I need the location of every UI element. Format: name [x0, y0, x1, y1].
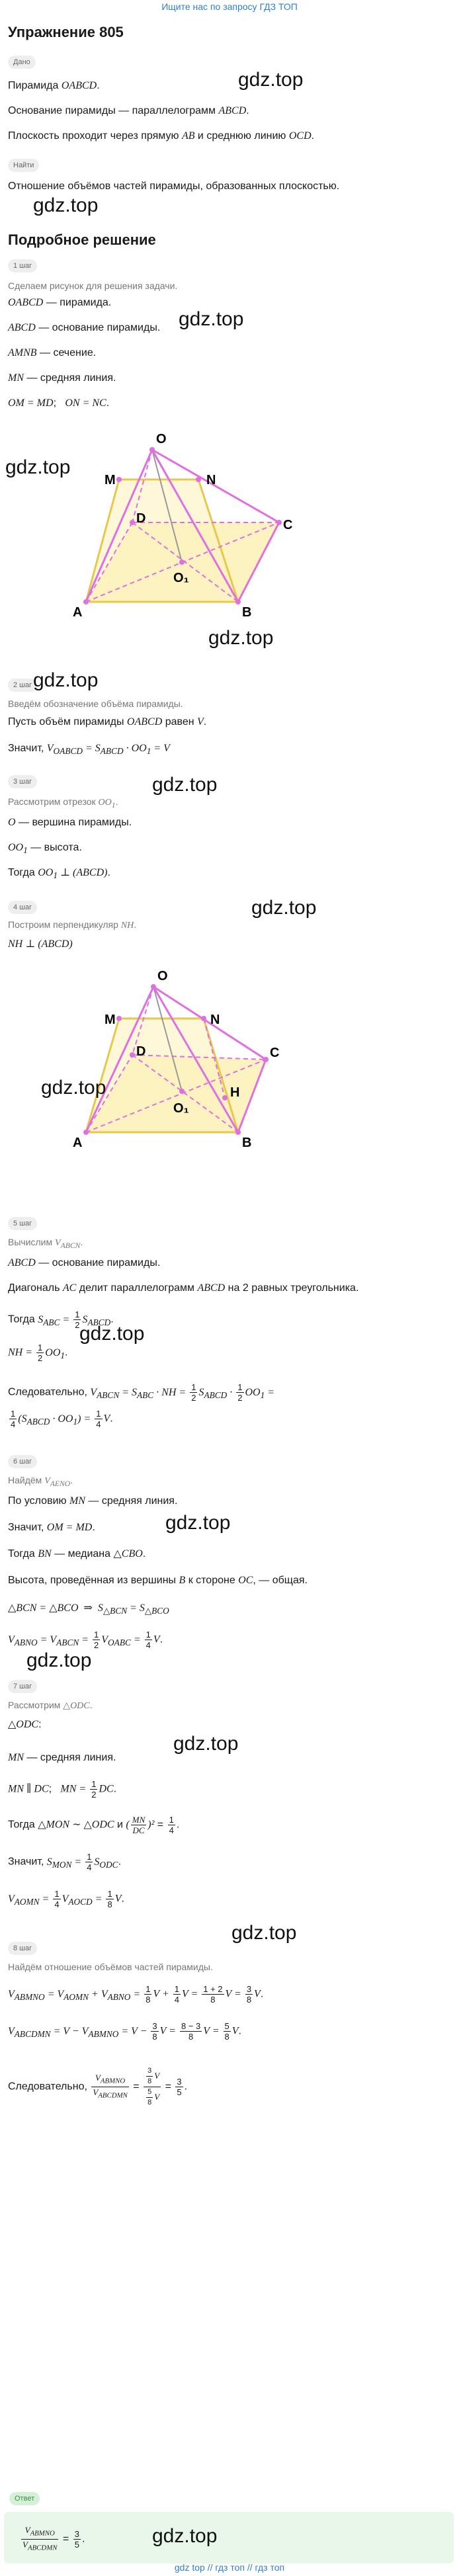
watermark: gdz.top	[5, 456, 71, 478]
step-1-line: OM = MD; ON = NC.	[8, 397, 110, 409]
step-7-line: MN — средняя линия.	[8, 1752, 116, 1763]
answer-box	[4, 2512, 454, 2563]
step-1-line: MN — средняя линия.	[8, 372, 116, 384]
step-1-lead: Сделаем рисунок для решения задачи.	[8, 280, 178, 291]
step-2-label: 2 шаг	[8, 679, 38, 692]
step-5-label: 5 шаг	[8, 1217, 38, 1230]
top-banner[interactable]: Ищите нас по запросу ГДЗ ТОП	[161, 1, 298, 12]
watermark: gdz.top	[208, 627, 274, 649]
step-1-line: OABCD — пирамида.	[8, 297, 112, 308]
watermark: gdz.top	[231, 1922, 297, 1944]
answer-label: Ответ	[9, 2492, 40, 2505]
label-o: O	[156, 432, 167, 446]
watermark: gdz.top	[173, 1733, 239, 1755]
watermark: gdz.top	[179, 308, 244, 330]
label-b: B	[242, 605, 251, 620]
step-5-lead: Вычислим VABCN.	[8, 1237, 83, 1250]
label-m: M	[104, 473, 116, 487]
step-4-label: 4 шаг	[8, 901, 38, 914]
label-d: D	[136, 1044, 146, 1059]
find-label: Найти	[8, 159, 40, 172]
label-c: C	[270, 1046, 279, 1060]
label-n: N	[210, 1013, 220, 1027]
solution-title: Подробное решение	[8, 231, 156, 248]
label-o1: O₁	[173, 1101, 189, 1116]
given-label: Дано	[8, 56, 36, 69]
step-3-lead: Рассмотрим отрезок OO1.	[8, 796, 118, 810]
watermark: gdz.top	[238, 69, 304, 91]
pyramid-figure-1: O M N D C O₁ A B	[73, 432, 292, 620]
step-3-line: O — вершина пирамиды.	[8, 817, 132, 828]
find-text: Отношение объёмов частей пирамиды, образ…	[8, 181, 340, 192]
watermark: gdz.top	[79, 1323, 145, 1345]
label-n: N	[206, 473, 216, 487]
step-2-line: Пусть объём пирамиды OABCD равен V.	[8, 716, 207, 727]
label-h: H	[230, 1085, 239, 1100]
step-2-line: Значит, VOABCD = SABCD · OO1 = V	[8, 743, 170, 757]
step-6-line: Тогда BN — медиана △CBO.	[8, 1548, 146, 1559]
step-6-lead: Найдём VAENO.	[8, 1475, 73, 1488]
step-6-line: △BCN = △BCO ⇒ S△BCN = S△BCO	[8, 1602, 169, 1616]
step-8-lead: Найдём отношение объёмов частей пирамиды…	[8, 1962, 213, 1972]
watermark: gdz.top	[152, 774, 218, 796]
step-6-line: Высота, проведённая из вершины B к сторо…	[8, 1575, 308, 1586]
step-3-line: OO1 — высота.	[8, 842, 82, 856]
step-7-label: 7 шаг	[8, 1680, 38, 1693]
watermark: gdz.top	[33, 194, 99, 216]
watermark: gdz.top	[165, 1512, 231, 1534]
step-8-label: 8 шаг	[8, 1942, 38, 1955]
label-b: B	[242, 1136, 251, 1150]
step-7-lead: Рассмотрим △ODC.	[8, 1700, 93, 1711]
watermark: gdz.top	[251, 897, 317, 919]
label-o: O	[157, 969, 168, 983]
page-title: Упражнение 805	[8, 24, 124, 40]
step-7-line: △ODC:	[8, 1719, 42, 1730]
label-o1: O₁	[173, 571, 189, 585]
step-2-lead: Введём обозначение объёма пирамиды.	[8, 698, 183, 709]
label-c: C	[283, 518, 292, 532]
watermark: gdz.top	[152, 2525, 218, 2547]
label-a: A	[73, 605, 82, 620]
footer-links[interactable]: gdz top // гдз топ // гдз топ	[174, 2562, 285, 2573]
watermark: gdz.top	[26, 1649, 92, 1671]
label-d: D	[136, 511, 146, 526]
step-1-line: AMNB — сечение.	[8, 347, 97, 358]
watermark: gdz.top	[41, 1077, 106, 1099]
step-6-line: Значит, OM = MD.	[8, 1522, 95, 1533]
step-5-line: Диагональ AC делит параллелограмм ABCD н…	[8, 1282, 359, 1294]
given-line-1: Пирамида OABCD.	[8, 80, 100, 91]
step-3-line: Тогда OO1 ⊥ (ABCD).	[8, 867, 110, 881]
step-6-label: 6 шаг	[8, 1455, 38, 1468]
label-m: M	[104, 1013, 116, 1027]
label-a: A	[73, 1136, 82, 1150]
given-line-2: Основание пирамиды — параллелограмм ABCD…	[8, 105, 249, 116]
step-4-lead: Построим перпендикуляр NH.	[8, 919, 137, 931]
step-6-line: По условию MN — средняя линия.	[8, 1495, 178, 1507]
step-3-label: 3 шаг	[8, 775, 38, 788]
step-1-line: ABCD — основание пирамиды.	[8, 322, 161, 333]
step-4-line: NH ⊥ (ABCD)	[8, 938, 73, 950]
watermark: gdz.top	[33, 669, 99, 691]
given-line-3: Плоскость проходит через прямую AB и сре…	[8, 130, 315, 142]
step-1-label: 1 шаг	[8, 259, 38, 272]
step-5-line: ABCD — основание пирамиды.	[8, 1257, 161, 1268]
pyramid-figure-2: O M N D C H O₁ A B	[73, 969, 279, 1150]
